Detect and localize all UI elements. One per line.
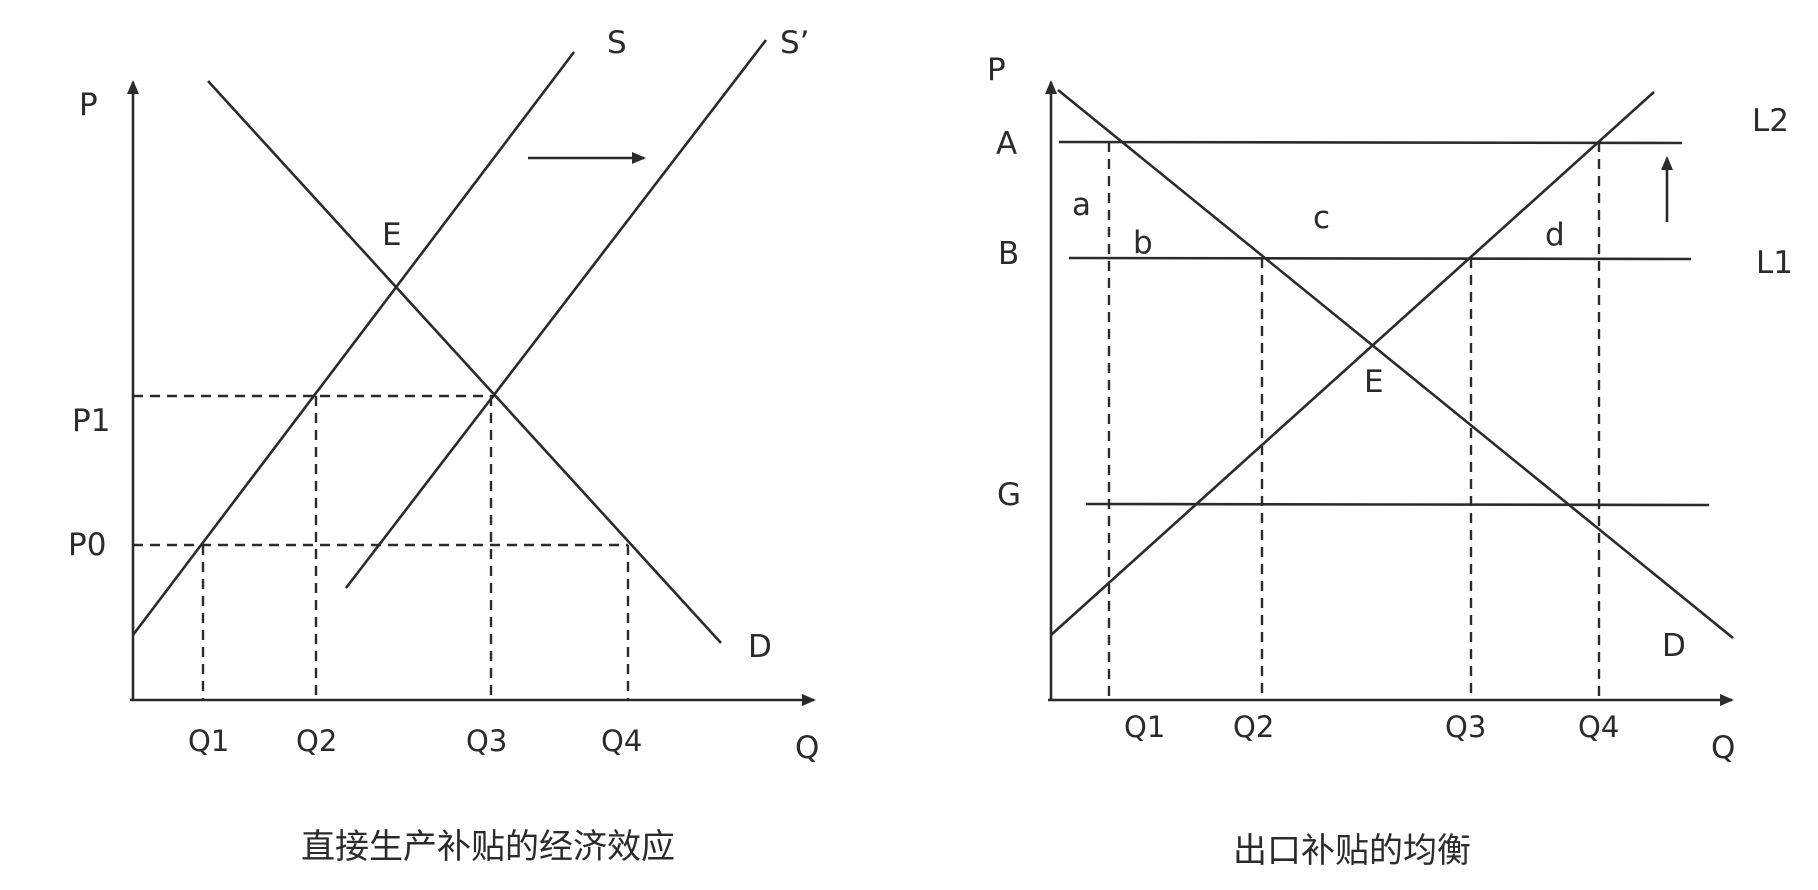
right-area-a-label: a [1072, 187, 1091, 223]
left-e-label: E [382, 217, 402, 253]
left-p0-label: P0 [68, 527, 106, 563]
left-supply-curve-s [131, 51, 576, 636]
left-caption: 直接生产补贴的经济效应 [301, 827, 675, 867]
right-p-axis-label: P [987, 52, 1006, 88]
left-diagram: P Q S S’ D E P1 P0 Q1 Q2 Q3 Q4 直接生产补贴的经济… [68, 25, 819, 867]
left-supply-curve-s-prime [344, 39, 768, 589]
right-e-label: E [1364, 364, 1384, 400]
right-l2-label: L2 [1752, 103, 1789, 139]
right-area-b-label: b [1133, 225, 1153, 261]
right-area-c-label: c [1313, 200, 1330, 236]
right-caption: 出口补贴的均衡 [1233, 831, 1471, 871]
right-l1-label: L1 [1756, 245, 1793, 281]
right-a-price-label: A [996, 126, 1017, 162]
right-g-price-label: G [997, 477, 1021, 513]
right-q1-label: Q1 [1124, 710, 1165, 744]
right-g-price-line [1085, 502, 1710, 507]
left-demand-curve-d [207, 80, 722, 644]
left-s-prime-label: S’ [780, 25, 810, 61]
right-q-axis-label: Q [1711, 730, 1735, 766]
left-q1-label: Q1 [188, 724, 229, 758]
right-q3-label: Q3 [1445, 710, 1486, 744]
right-supply-curve [1050, 91, 1655, 636]
right-diagram: P Q A B G L2 L1 a b c d E D Q1 Q2 Q3 Q4 … [987, 52, 1793, 871]
right-area-d-label: d [1545, 217, 1565, 253]
right-q2-label: Q2 [1233, 710, 1274, 744]
left-q-axis-label: Q [795, 730, 819, 766]
left-p1-label: P1 [72, 403, 110, 439]
right-d-label: D [1662, 628, 1686, 664]
left-q4-label: Q4 [601, 724, 642, 758]
left-q2-label: Q2 [296, 724, 337, 758]
right-l1-price-line [1068, 256, 1692, 261]
right-demand-curve-d [1057, 88, 1734, 640]
left-d-label: D [748, 629, 772, 665]
right-q4-label: Q4 [1578, 710, 1619, 744]
left-s-label: S [607, 25, 627, 61]
right-b-price-label: B [998, 236, 1019, 272]
left-q3-label: Q3 [466, 724, 507, 758]
left-p-axis-label: P [79, 87, 98, 123]
right-l2-price-line [1058, 140, 1683, 145]
